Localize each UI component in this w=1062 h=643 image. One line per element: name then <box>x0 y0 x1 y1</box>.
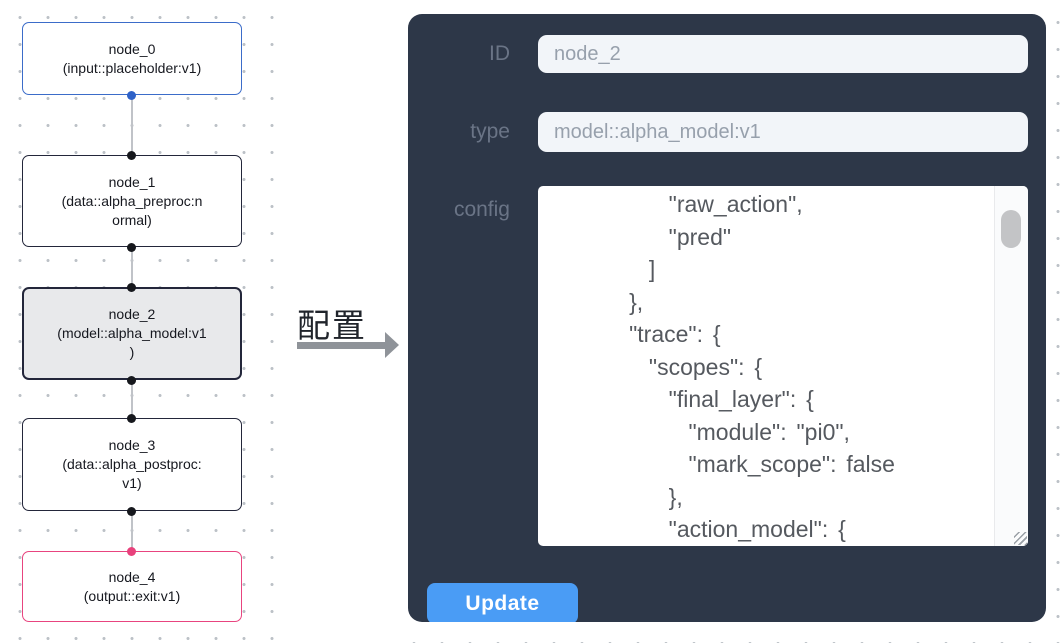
node3-output-port[interactable] <box>127 506 136 516</box>
node-label: node_2 (model::alpha_model:v1 ) <box>57 306 207 360</box>
config-scrollbar-track[interactable] <box>994 186 1028 546</box>
edge-node0-node1 <box>131 95 133 155</box>
graph-node-node_0[interactable]: node_0 (input::placeholder:v1) <box>22 22 242 95</box>
id-field-label: ID <box>489 42 510 65</box>
graph-canvas[interactable]: node_0 (input::placeholder:v1) node_1 (d… <box>0 0 281 643</box>
node1-output-port[interactable] <box>127 242 136 252</box>
config-textarea[interactable]: "raw_action", "pred" ] }, "trace": { "sc… <box>538 186 1028 546</box>
config-scrollbar-thumb[interactable] <box>1001 210 1021 248</box>
type-field-label: type <box>470 120 510 143</box>
node4-input-port[interactable] <box>127 546 136 556</box>
node-label: node_0 (input::placeholder:v1) <box>62 40 202 76</box>
right-arrow-icon <box>297 342 386 349</box>
node3-input-port[interactable] <box>127 413 136 423</box>
edge-node3-node4 <box>131 511 133 551</box>
graph-node-node_2-selected[interactable]: node_2 (model::alpha_model:v1 ) <box>22 287 242 380</box>
node2-output-port[interactable] <box>127 375 136 385</box>
node-label: node_1 (data::alpha_preproc:n ormal) <box>61 173 203 228</box>
graph-node-node_1[interactable]: node_1 (data::alpha_preproc:n ormal) <box>22 155 242 247</box>
node0-output-port[interactable] <box>127 90 136 100</box>
update-button[interactable]: Update <box>427 583 578 622</box>
edge-node1-node2 <box>131 247 133 287</box>
node-label: node_4 (output::exit:v1) <box>83 568 181 604</box>
node2-input-port[interactable] <box>127 282 136 292</box>
textarea-resize-handle-icon[interactable] <box>1014 532 1027 545</box>
config-field-label: config <box>453 198 510 221</box>
node1-input-port[interactable] <box>127 150 136 160</box>
config-json-text[interactable]: "raw_action", "pred" ] }, "trace": { "sc… <box>629 191 895 542</box>
edge-node2-node3 <box>131 380 133 418</box>
type-input[interactable] <box>538 112 1028 152</box>
node-config-panel: ID type config "raw_action", "pred" ] },… <box>408 14 1046 622</box>
graph-node-node_3[interactable]: node_3 (data::alpha_postproc: v1) <box>22 418 242 511</box>
node-label: node_3 (data::alpha_postproc: v1) <box>62 437 202 491</box>
transition-label: 配置 <box>297 307 367 344</box>
id-input[interactable] <box>538 35 1028 73</box>
graph-node-node_4[interactable]: node_4 (output::exit:v1) <box>22 551 242 622</box>
